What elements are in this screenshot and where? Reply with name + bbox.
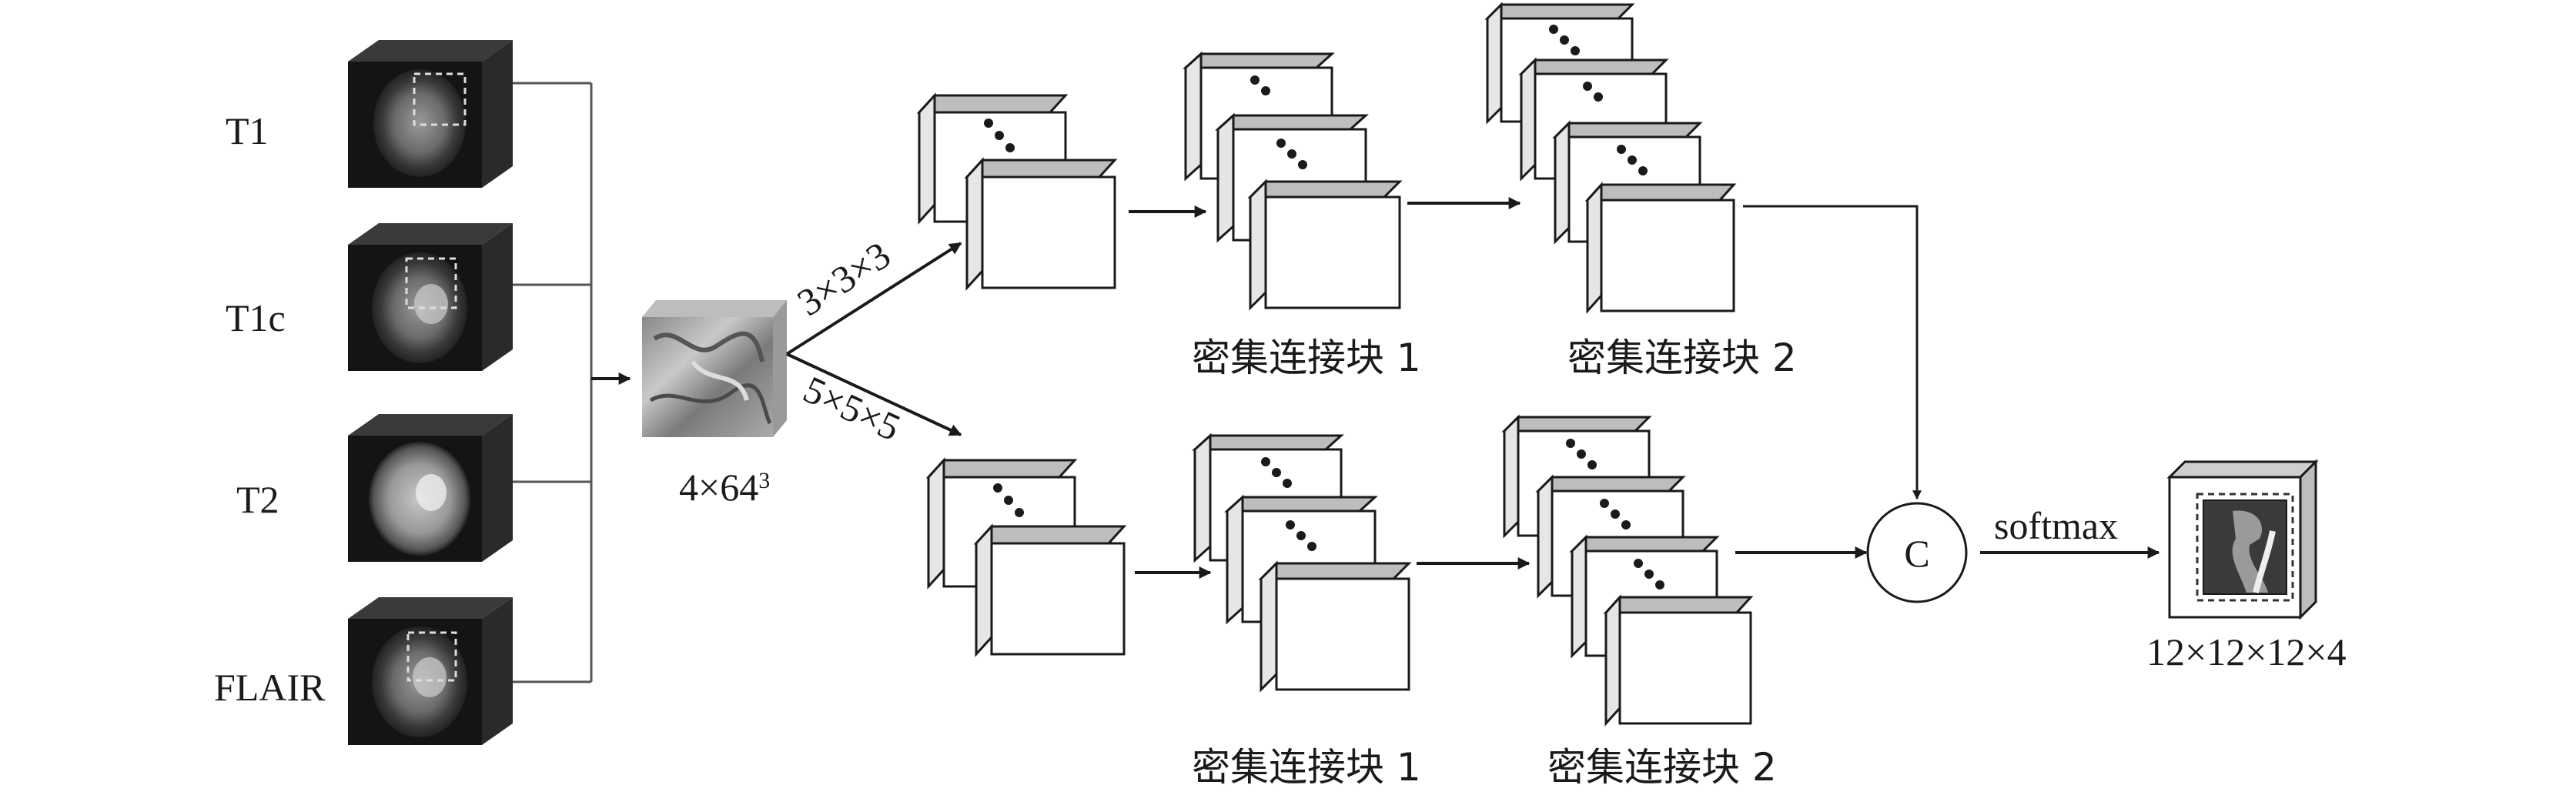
output-cube [2166, 459, 2319, 620]
merge-bracket [513, 82, 631, 683]
mri-cube-t1c [348, 223, 513, 371]
bottom-path: 密集连接块 1 密集连接块 2 [925, 414, 1868, 790]
mri-cube-t2 [348, 414, 513, 562]
kernel-top-label: 3×3×3 [789, 233, 898, 325]
arrow-top-to-concat [1743, 205, 1922, 500]
input-t2: T2 [236, 414, 513, 562]
output-size-label: 12×12×12×4 [2146, 630, 2347, 673]
bottom-conv-stack [925, 457, 1127, 657]
top-conv-stack [916, 92, 1118, 291]
label-t1: T1 [226, 109, 269, 152]
top-block-2-label: 密集连接块 2 [1567, 336, 1797, 380]
input-flair: FLAIR [214, 597, 513, 745]
mri-cube-flair [348, 597, 513, 745]
top-path: 密集连接块 1 密集连接块 2 [916, 2, 1922, 500]
label-flair: FLAIR [214, 666, 326, 709]
input-patch [642, 300, 787, 437]
patch-size: 4×643 [679, 466, 770, 509]
bottom-block-2-label: 密集连接块 2 [1547, 745, 1777, 790]
kernel-bottom-label: 5×5×5 [797, 367, 907, 449]
softmax-label: softmax [1994, 504, 2118, 547]
concat-label: C [1904, 532, 1929, 575]
concat-node: C [1866, 502, 1968, 603]
bottom-dense-block-1: 密集连接块 1 [1192, 433, 1421, 790]
top-block-1-label: 密集连接块 1 [1192, 336, 1421, 380]
path-split: 3×3×3 5×5×5 [785, 233, 962, 449]
bottom-block-1-label: 密集连接块 1 [1192, 745, 1421, 790]
top-dense-block-2: 密集连接块 2 [1484, 2, 1797, 380]
bottom-dense-block-2: 密集连接块 2 [1501, 414, 1777, 790]
arrow-top-path [785, 242, 962, 356]
top-dense-block-1: 密集连接块 1 [1183, 51, 1421, 380]
label-t1c: T1c [226, 296, 286, 339]
label-t2: T2 [236, 478, 279, 521]
arrow-bottom-path [786, 352, 962, 436]
patch-size-label: 4×643 [679, 466, 770, 509]
input-t1c: T1c [226, 223, 513, 371]
input-t1: T1 [226, 40, 513, 188]
mri-cube-t1 [348, 40, 513, 188]
